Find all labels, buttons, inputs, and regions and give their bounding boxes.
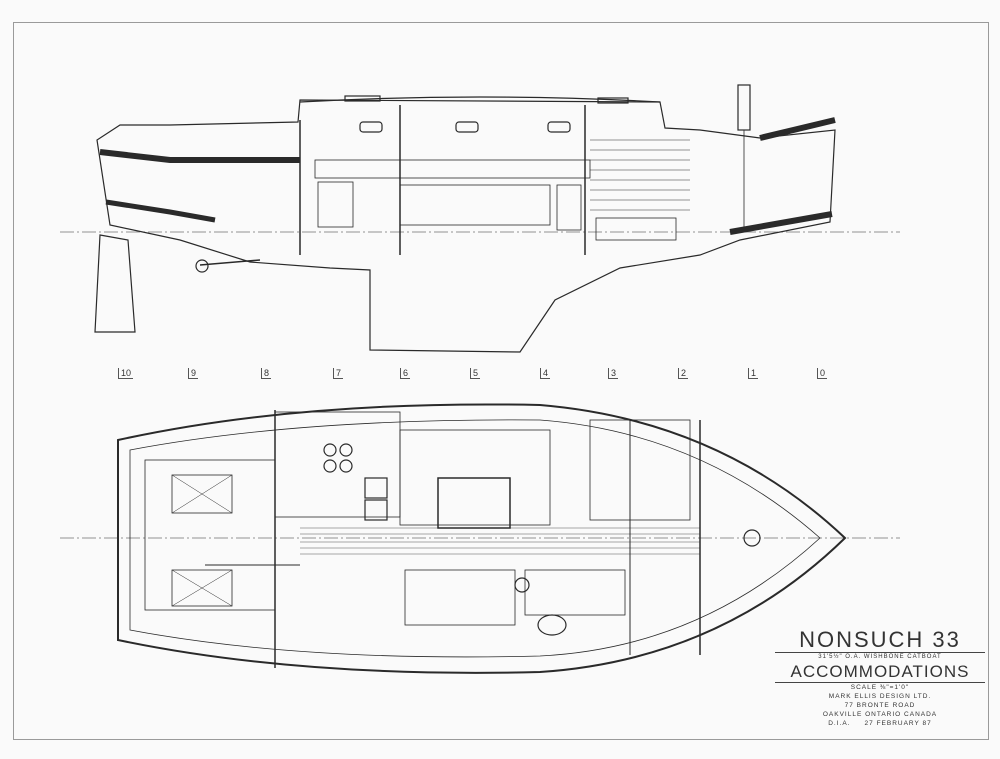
station-label: 10	[118, 368, 134, 379]
station-label: 1	[748, 368, 759, 379]
porthole	[547, 121, 571, 133]
settee	[399, 184, 551, 226]
station-label: 7	[333, 368, 344, 379]
station-label: 8	[261, 368, 272, 379]
cockpit	[144, 459, 276, 611]
mast-plan	[743, 529, 761, 547]
station-label: 9	[188, 368, 199, 379]
dinette	[399, 429, 551, 526]
upper-lockers	[314, 159, 591, 179]
station-label: 0	[817, 368, 828, 379]
boot-stripe-fwd	[729, 211, 833, 235]
toilet	[537, 614, 567, 636]
stove	[317, 181, 354, 228]
drawers-fwd	[595, 217, 677, 241]
prop-shaft	[199, 259, 261, 266]
station-label: 5	[470, 368, 481, 379]
boat-subtitle: 31'5½" O.A. WISHBONE CATBOAT	[818, 654, 942, 660]
mast-stub	[737, 84, 751, 131]
hull-outline	[96, 99, 836, 353]
table	[437, 477, 511, 529]
station-label: 3	[608, 368, 619, 379]
address: 77 BRONTE ROAD	[844, 702, 916, 709]
profile-view	[60, 84, 900, 353]
hatch-fwd	[597, 97, 629, 104]
designer: MARK ELLIS DESIGN LTD.	[828, 693, 932, 700]
porthole	[359, 121, 383, 133]
sheer-stripe-fwd	[759, 117, 836, 141]
station-label: 2	[678, 368, 689, 379]
propeller	[195, 259, 209, 273]
plan-view	[60, 403, 900, 674]
initials: D.I.A.	[828, 720, 851, 727]
hatch	[344, 95, 381, 102]
inner-outline	[129, 419, 821, 658]
sheer-stripe-aft	[99, 149, 300, 163]
settee-plan	[404, 569, 516, 626]
head	[524, 569, 626, 616]
galley	[274, 411, 401, 518]
porthole	[455, 121, 479, 133]
station-label: 6	[400, 368, 411, 379]
drawers	[556, 184, 582, 231]
scale-note: SCALE ⅜"=1'0"	[850, 684, 910, 691]
date-line: D.I.A. 27 FEBRUARY 87	[775, 719, 985, 728]
deck-outline	[117, 403, 847, 674]
drawing-title: ACCOMMODATIONS	[775, 662, 985, 683]
boat-name: NONSUCH 33	[775, 628, 985, 653]
forward-cabin	[589, 419, 691, 521]
station-label: 4	[540, 368, 551, 379]
title-block: NONSUCH 33 31'5½" O.A. WISHBONE CATBOAT …	[775, 628, 985, 728]
rudder	[94, 234, 136, 333]
cabin-top	[299, 96, 661, 103]
date: 27 FEBRUARY 87	[864, 720, 932, 727]
border-frame	[13, 22, 989, 740]
boot-stripe-aft	[105, 199, 216, 223]
city: OAKVILLE ONTARIO CANADA	[822, 711, 938, 718]
